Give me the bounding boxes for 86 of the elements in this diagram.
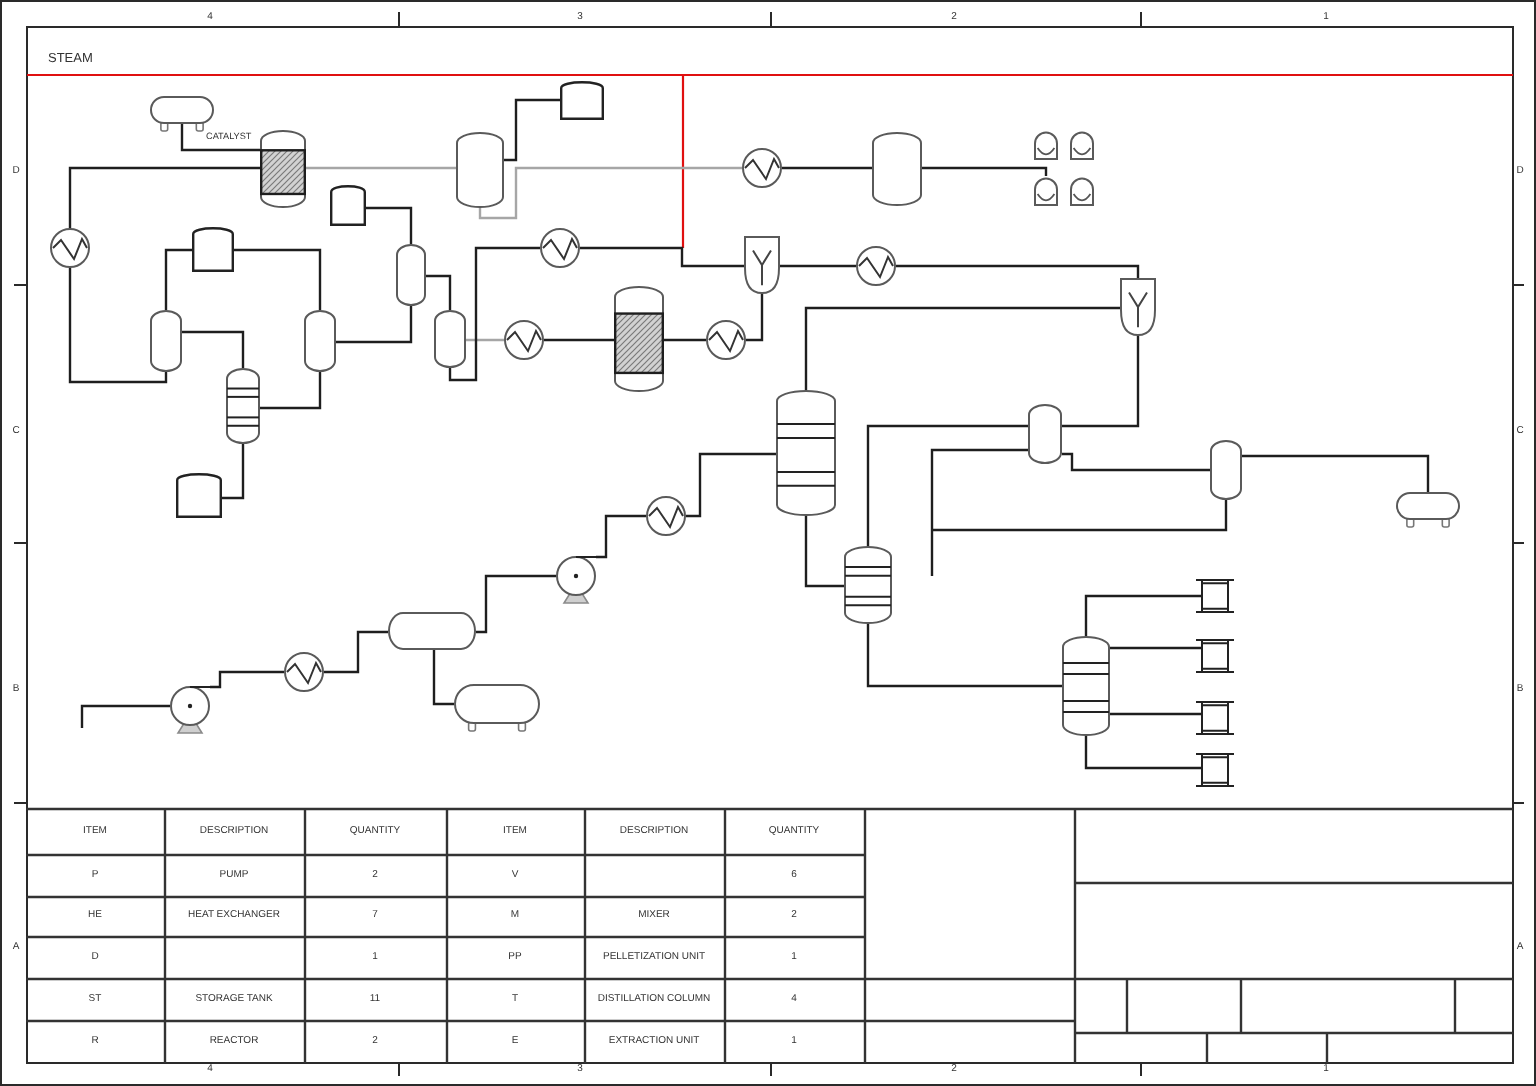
pipe-line: [68, 268, 168, 384]
pipe-line: [866, 624, 1062, 688]
pump-symbol: [170, 686, 210, 734]
pipe-line: [478, 166, 742, 220]
pipe-line: [366, 206, 413, 244]
pipe-line: [180, 124, 260, 152]
pipe-line: [80, 704, 170, 728]
spherical-tank: [1070, 130, 1094, 160]
heat-exchanger-symbol: [50, 228, 90, 268]
pipe-line: [746, 294, 764, 342]
storage-tank: [330, 184, 366, 226]
pipe-line: [1084, 594, 1202, 636]
pipe-line: [68, 166, 260, 228]
horizontal-tank: [150, 96, 214, 132]
column-symbol: [226, 368, 260, 444]
vessel: [304, 310, 336, 372]
pelletizer-symbol: [1196, 750, 1234, 790]
pelletizer-symbol: [1196, 636, 1234, 676]
pipe-line: [930, 448, 1028, 576]
pipe-line: [544, 338, 614, 342]
mixer-symbol: [1120, 278, 1156, 336]
pump-symbol: [556, 556, 596, 604]
pipe-line: [922, 166, 1048, 176]
pipe-line: [580, 246, 744, 268]
pipe-line: [426, 274, 452, 310]
heat-exchanger-symbol: [646, 496, 686, 536]
pipe-line: [780, 264, 856, 268]
pipe-line: [210, 670, 284, 689]
heat-exchanger-symbol: [284, 652, 324, 692]
column-symbol: [776, 390, 836, 516]
column-symbol: [1062, 636, 1110, 736]
pipe-line: [476, 574, 556, 634]
pipe-line: [1242, 454, 1430, 492]
pipe-line: [504, 98, 560, 162]
pipe-line: [448, 246, 540, 382]
pipe-line: [804, 306, 1120, 390]
column-symbol: [844, 546, 892, 624]
pipe-line: [804, 516, 844, 588]
pipe-line: [1062, 452, 1210, 472]
horizontal-tank: [454, 684, 540, 732]
pipe-line: [1110, 712, 1202, 716]
heat-exchanger-symbol: [504, 320, 544, 360]
packed-reactor: [614, 286, 664, 392]
pipe-line: [896, 264, 1140, 278]
heat-exchanger-symbol: [856, 246, 896, 286]
pipe-line: [686, 452, 776, 518]
storage-tank: [176, 472, 222, 518]
pipe-line: [1062, 336, 1140, 428]
spherical-tank: [1070, 176, 1094, 206]
pipe-line: [466, 338, 504, 342]
vessel: [456, 132, 504, 208]
pipe-line: [866, 424, 1028, 546]
vessel: [434, 310, 466, 368]
heat-exchanger-symbol: [540, 228, 580, 268]
pipe-line: [596, 514, 646, 559]
mixer-symbol: [744, 236, 780, 294]
pipe-line: [336, 306, 413, 344]
vessel: [1210, 440, 1242, 500]
spherical-tank: [1034, 176, 1058, 206]
vessel: [872, 132, 922, 206]
pipe-line: [1084, 736, 1202, 770]
spherical-tank: [1034, 130, 1058, 160]
pipe-line: [664, 338, 706, 342]
heat-exchanger-symbol: [706, 320, 746, 360]
pipe-line: [260, 372, 322, 410]
vessel: [150, 310, 182, 372]
pipe-line: [182, 330, 245, 368]
horizontal-tank: [1396, 492, 1460, 528]
pipe-line: [222, 444, 245, 500]
pipe-line: [932, 500, 1228, 532]
pipe-line: [234, 248, 322, 310]
pipe-line: [1110, 646, 1202, 650]
pipe-line: [432, 650, 454, 706]
packed-reactor: [260, 130, 306, 208]
vessel: [1028, 404, 1062, 464]
heat-exchanger-symbol: [742, 148, 782, 188]
vessel: [396, 244, 426, 306]
storage-tank: [560, 80, 604, 120]
vessel: [388, 612, 476, 650]
pipe-line: [782, 166, 872, 170]
storage-tank: [192, 226, 234, 272]
pipe-line: [324, 630, 388, 674]
pelletizer-symbol: [1196, 698, 1234, 738]
pelletizer-symbol: [1196, 576, 1234, 616]
pipe-line: [164, 248, 192, 310]
pipe-line: [306, 166, 456, 170]
